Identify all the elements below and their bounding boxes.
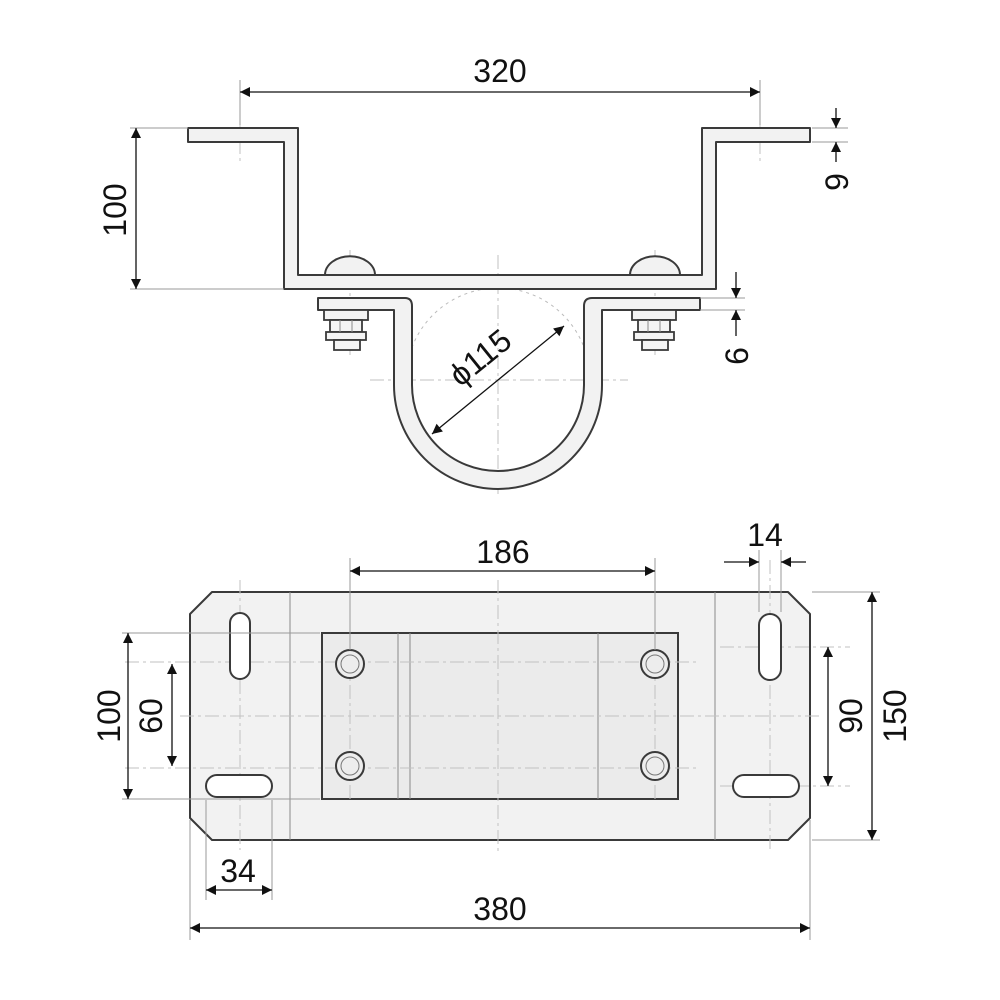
dim-pipe-diameter-label: ϕ115	[442, 322, 518, 393]
dim-inner-height-label: 100	[91, 689, 127, 742]
nut-assembly-left	[323, 309, 369, 351]
dim-slot-length-label: 34	[220, 853, 256, 889]
dim-overall-width-label: 380	[473, 891, 526, 927]
bolt-hole	[640, 649, 670, 679]
bolt-hole	[335, 649, 365, 679]
slot-bottom-right	[732, 774, 800, 798]
dim-slot-width-label: 14	[747, 517, 783, 553]
slot-bottom-left	[205, 774, 273, 798]
slot-top-left	[229, 612, 251, 680]
dim-width-label: 320	[473, 53, 526, 89]
dim-slot-spacing-label: 90	[833, 698, 869, 734]
bolt-head-left	[324, 255, 376, 276]
dim-hole-pitch-label: 186	[476, 534, 529, 570]
dim-hole-spacing-label: 60	[133, 698, 169, 734]
dim-line-diameter	[431, 325, 565, 435]
bolt-head-right	[629, 255, 681, 276]
front-view: 320 100 9 6 ϕ115	[97, 53, 855, 495]
u-clamp	[317, 297, 701, 490]
bolt-hole	[640, 751, 670, 781]
bolt-hole	[335, 751, 365, 781]
hat-bracket	[187, 127, 811, 290]
plan-view: 186 14 100 60 90 150 34 380	[91, 517, 913, 940]
nut-assembly-right	[631, 309, 677, 351]
dim-height-label: 100	[97, 183, 133, 236]
dim-plate-thickness-label: 6	[719, 347, 755, 365]
dim-overall-height-label: 150	[877, 689, 913, 742]
slot-top-right	[758, 613, 782, 681]
dim-flange-thickness-label: 9	[819, 173, 855, 191]
